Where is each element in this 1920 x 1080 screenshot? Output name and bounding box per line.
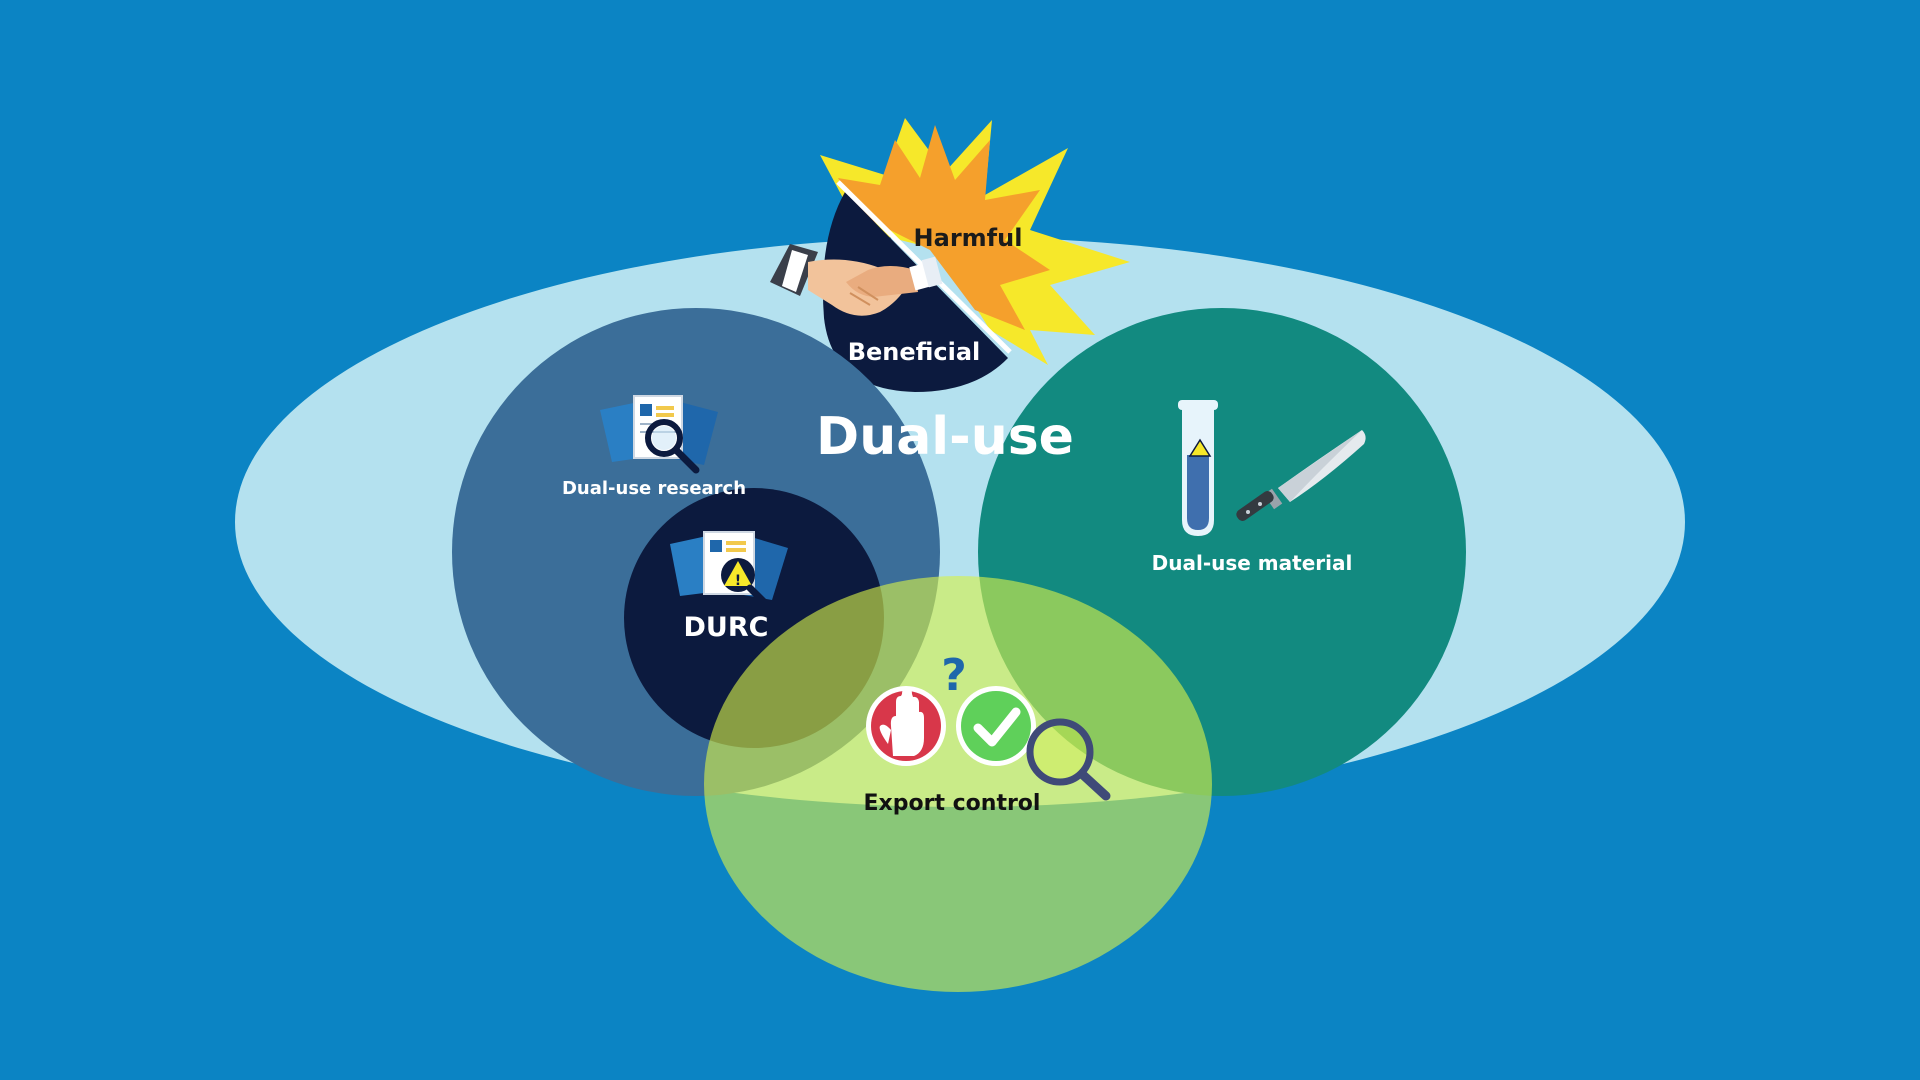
knife-icon	[1236, 430, 1366, 521]
research-label: Dual-use research	[562, 478, 746, 499]
diagram-title: Dual-use	[816, 407, 1074, 467]
checkmark-icon	[956, 686, 1036, 766]
stop-hand-icon	[866, 686, 946, 766]
harmful-beneficial-badge: Harmful Beneficial	[770, 118, 1130, 392]
research-documents-icon	[600, 395, 718, 474]
durc-documents-icon: !	[670, 531, 788, 612]
material-label: Dual-use material	[1152, 551, 1353, 575]
durc-label: DURC	[684, 612, 769, 643]
handshake-icon	[770, 244, 943, 316]
test-tube-icon	[1178, 400, 1218, 536]
harmful-burst	[838, 125, 1050, 330]
question-mark: ?	[941, 650, 967, 701]
magnifier-icon	[1026, 718, 1111, 801]
harmful-label: Harmful	[914, 224, 1023, 252]
beneficial-label: Beneficial	[848, 338, 981, 366]
export-control-label: Export control	[864, 791, 1041, 816]
svg-text:!: !	[735, 573, 741, 589]
export-control-circle	[704, 576, 1212, 992]
